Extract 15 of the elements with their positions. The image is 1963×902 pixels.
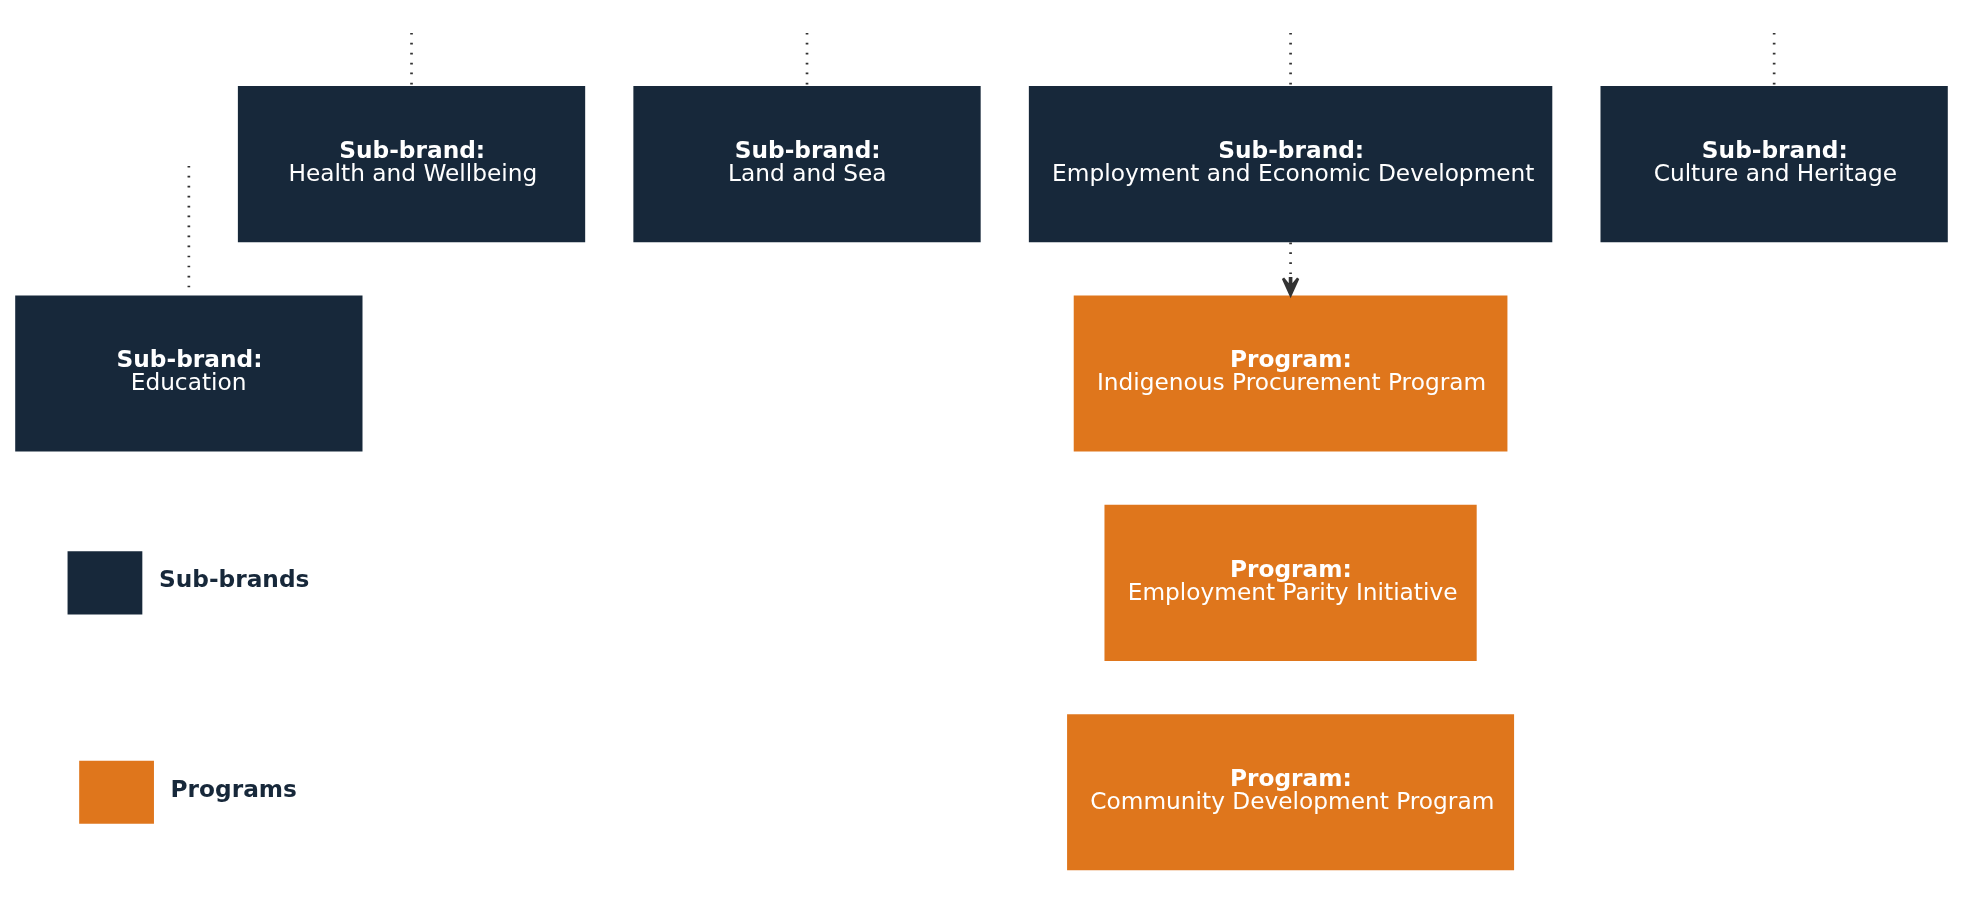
node-box: Sub-brand: Culture and Heritage	[1600, 86, 1948, 243]
connector	[805, 32, 809, 86]
connector	[1289, 32, 1292, 86]
connector	[1772, 32, 1776, 86]
connector	[410, 32, 413, 86]
node-box: Program: Indigenous Procurement Program	[1073, 295, 1508, 452]
node-box: Sub-brand: Health and Wellbeing	[237, 86, 586, 243]
node-box: Sub-brand: Education	[15, 295, 363, 452]
node-box: Program: Community Development Program	[1067, 714, 1515, 871]
arrow	[1281, 242, 1300, 297]
node-box: Sub-brand: Land and Sea	[633, 86, 981, 243]
node-box: Program: Employment Parity Initiative	[1104, 504, 1477, 661]
node-box: Sub-brand: Employment and Economic Development	[1028, 86, 1553, 243]
legend-label: Programs	[170, 774, 297, 802]
legend-label: Sub-brands	[158, 565, 310, 593]
